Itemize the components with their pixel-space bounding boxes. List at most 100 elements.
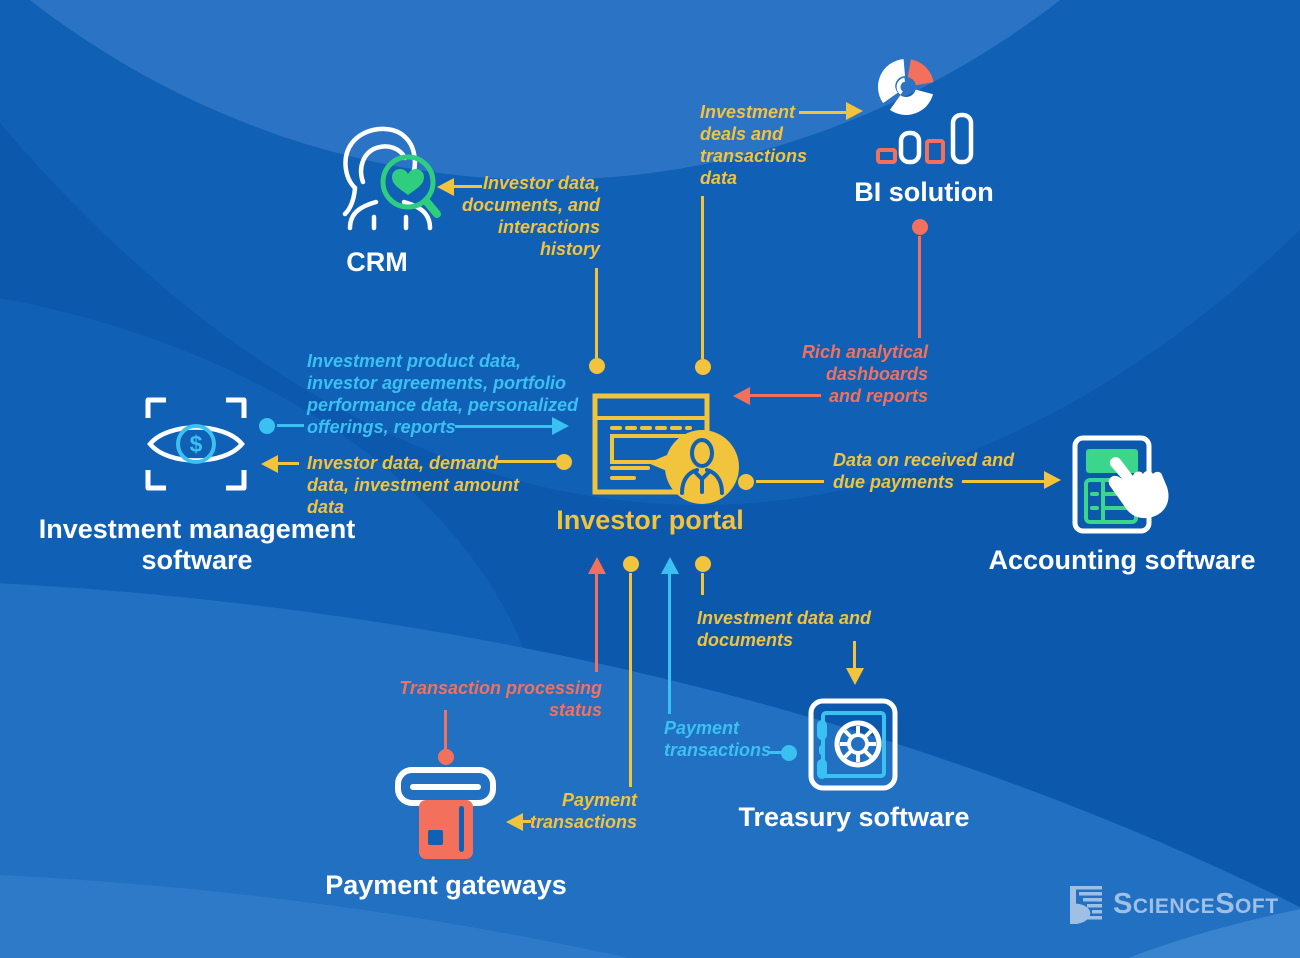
annotation-line: data [307,497,345,517]
connector-line [595,574,598,672]
investor-portal-label: Investor portal [556,505,744,535]
eye-dollar-icon: $ [145,397,247,491]
connector-line [629,573,632,787]
connector-line [523,820,531,823]
annotation-portal-to-treasury: Investment data and documents [697,607,871,651]
annotation-line: transactions [700,146,808,166]
investment-management-label: Investment management software [38,514,356,575]
connector-line [799,111,846,114]
annotation-portal-to-payment: Payment transactions [530,789,637,833]
annotation-line: interactions [497,217,600,237]
sciencesoft-logo: SCIENCESOFT [1068,884,1279,924]
connector-line [701,196,704,359]
annotation-line: Investment product data, [307,351,522,371]
bi-solution-label: BI solution [854,177,994,207]
annotation-line: Investor data, [482,173,600,193]
connector-dot [438,749,454,765]
connector-dot [259,418,275,434]
annotation-line: Payment [561,790,637,810]
svg-text:$: $ [190,431,203,457]
annotation-line: data, investment amount [307,475,520,495]
pie-bar-chart-icon [876,59,974,165]
connector-line [769,751,782,754]
annotation-ims-to-portal: Investment product data, investor agreem… [307,350,578,438]
arrowhead-to-ims [261,455,278,473]
annotation-line: Data on received and [833,450,1015,470]
connector-line [277,424,304,427]
connector-line [444,710,447,750]
annotation-line: data [700,168,738,188]
annotation-line: investor agreements, portfolio [307,373,567,393]
connector-line [756,480,824,483]
annotation-line: Investor data, demand [307,453,499,473]
annotation-line: due payments [833,472,955,492]
annotation-line: Transaction processing [399,678,602,698]
annotation-payment-to-portal: Transaction processing status [399,677,602,721]
connector-line [701,573,704,595]
crm-label: CRM [346,247,408,277]
annotation-portal-to-accounting: Data on received and due payments [833,449,1014,493]
annotation-line: Payment [664,718,740,738]
sciencesoft-logo-icon [1070,886,1102,924]
connector-dot [912,219,928,235]
annotation-line: Investment data and [697,608,872,628]
annotation-portal-to-crm: Investor data, documents, and interactio… [462,172,600,260]
connector-line [278,462,299,465]
connector-line [962,480,1044,483]
treasury-software-label: Treasury software [738,802,970,832]
connector-line [494,460,556,463]
arrowhead-to-accounting [1044,471,1061,489]
connector-dot [781,745,797,761]
pointing-hand-shape [1108,457,1169,519]
annotation-line: transactions [529,812,637,832]
logo-letter: S [1113,887,1133,920]
annotation-line: documents, and [461,195,600,215]
logo-letters: CIENCE [1132,894,1216,918]
logo-letters: OFT [1235,894,1279,918]
annotation-line: offerings, reports [307,417,456,437]
annotation-line: deals and [700,124,784,144]
annotation-portal-to-bi: Investment deals and transactions data [700,101,807,189]
arrowhead-to-portal [552,417,569,435]
annotation-line: history [539,239,600,259]
connector-line [750,394,821,397]
connector-line [918,236,921,338]
connector-dot [556,454,572,470]
annotation-line: status [548,700,602,720]
connector-line [455,425,552,428]
connector-line [454,185,482,188]
arrowhead-to-treasury [846,668,864,685]
annotation-line: performance data, personalized [307,395,579,415]
connector-dot [738,474,754,490]
arrowhead-to-portal [588,557,606,574]
annotation-line: and reports [828,386,928,406]
arrowhead-to-portal [661,557,679,574]
connector-line [853,641,856,669]
accounting-software-label: Accounting software [988,545,1256,575]
card-slot-icon [395,767,496,859]
crm-woman-magnifier-icon [342,126,441,231]
sciencesoft-logo-text: SCIENCESOFT [1113,888,1279,921]
annotation-line: Investment [700,102,796,122]
payment-gateways-label: Payment gateways [325,870,567,900]
safe-vault-icon [808,698,898,791]
annotation-portal-to-ims: Investor data, demand data, investment a… [307,452,519,518]
annotation-line: dashboards [825,364,928,384]
connector-line [668,574,671,714]
connector-dot [695,556,711,572]
annotation-treasury-to-portal: Payment transactions [664,717,771,761]
calculator-hand-icon [1072,435,1169,534]
logo-letter: S [1215,887,1236,920]
arrowhead-to-crm [437,178,454,196]
browser-person-bubble-icon [592,393,739,504]
connector-dot [623,556,639,572]
annotation-line: documents [697,630,794,650]
connector-dot [589,358,605,374]
arrowhead-to-bi [846,102,863,120]
arrowhead-to-portal [733,387,750,405]
connector-line [595,268,598,358]
annotation-line: Rich analytical [801,342,928,362]
arrowhead-to-payment [506,813,523,831]
connector-dot [695,359,711,375]
